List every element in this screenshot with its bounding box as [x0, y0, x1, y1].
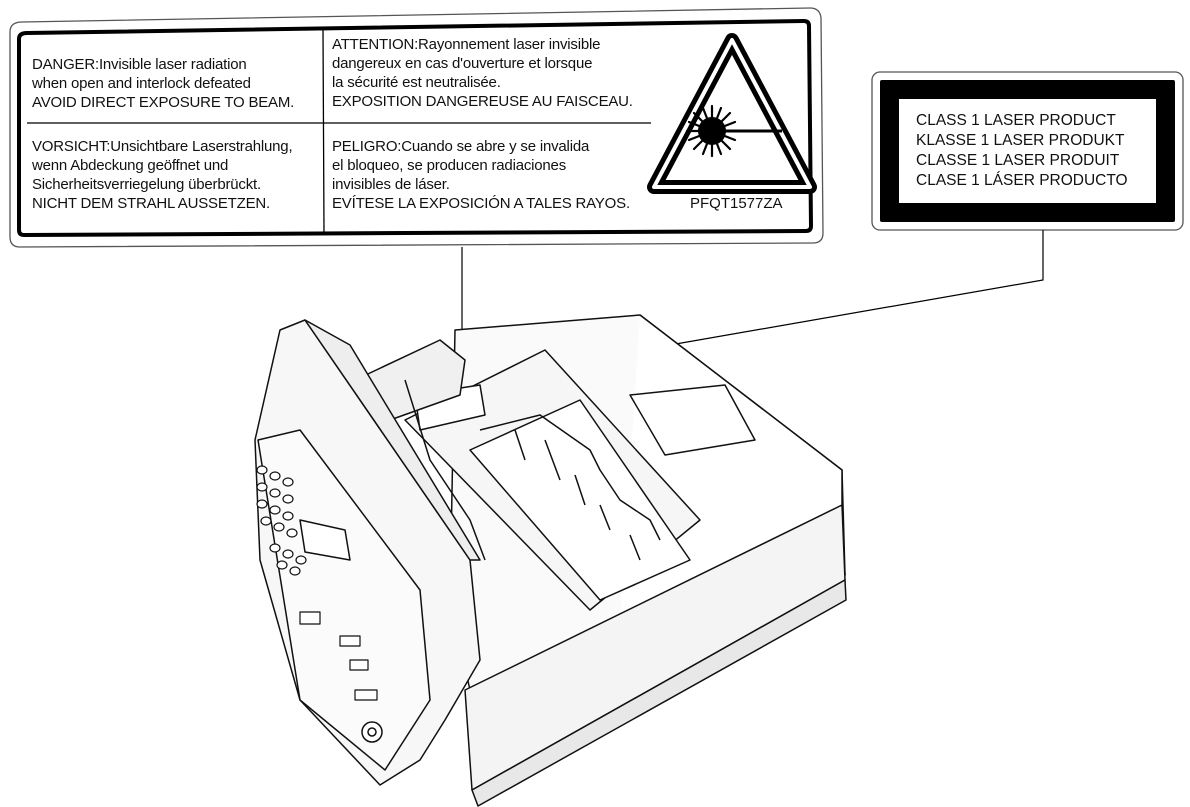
danger-text-german: VORSICHT:Unsichtbare Laserstrahlung, wen… — [32, 137, 293, 213]
danger-es-line: EVÍTESE LA EXPOSICIÓN A TALES RAYOS. — [332, 195, 630, 212]
class-line: CLASE 1 LÁSER PRODUCTO — [916, 172, 1128, 189]
danger-fr-line: la sécurité est neutralisée. — [332, 74, 501, 91]
class-line: CLASSE 1 LASER PRODUIT — [916, 152, 1120, 169]
danger-de-line: Sicherheitsverriegelung überbrückt. — [32, 176, 261, 193]
danger-fr-line: ATTENTION:Rayonnement laser invisible — [332, 36, 601, 53]
danger-fr-line: EXPOSITION DANGEREUSE AU FAISCEAU. — [332, 93, 633, 110]
danger-text-spanish: PELIGRO:Cuando se abre y se invalida el … — [332, 137, 630, 213]
danger-text-english: DANGER:Invisible laser radiation when op… — [32, 55, 294, 112]
danger-text-french: ATTENTION:Rayonnement laser invisible da… — [332, 35, 633, 111]
danger-de-line: wenn Abdeckung geöffnet und — [32, 157, 229, 174]
danger-fr-line: dangereux en cas d'ouverture et lorsque — [332, 55, 593, 72]
danger-es-line: invisibles de láser. — [332, 176, 450, 193]
danger-en-line: DANGER:Invisible laser radiation — [32, 56, 247, 73]
class-line: CLASS 1 LASER PRODUCT — [916, 112, 1116, 129]
part-code: PFQT1577ZA — [690, 195, 783, 212]
class-1-label-frame — [871, 71, 1184, 231]
danger-de-line: VORSICHT:Unsichtbare Laserstrahlung, — [32, 138, 293, 155]
danger-es-line: el bloqueo, se producen radiaciones — [332, 157, 567, 174]
laser-warning-triangle-icon — [647, 33, 817, 194]
fax-machine-icon — [254, 314, 847, 807]
danger-label-frame — [9, 7, 824, 248]
danger-en-line: AVOID DIRECT EXPOSURE TO BEAM. — [32, 94, 295, 111]
class-1-text: CLASS 1 LASER PRODUCT KLASSE 1 LASER PRO… — [916, 111, 1128, 191]
class-line: KLASSE 1 LASER PRODUKT — [916, 132, 1125, 149]
danger-en-line: when open and interlock defeated — [32, 75, 251, 92]
danger-es-line: PELIGRO:Cuando se abre y se invalida — [332, 138, 590, 155]
danger-de-line: NICHT DEM STRAHL AUSSETZEN. — [32, 195, 270, 212]
